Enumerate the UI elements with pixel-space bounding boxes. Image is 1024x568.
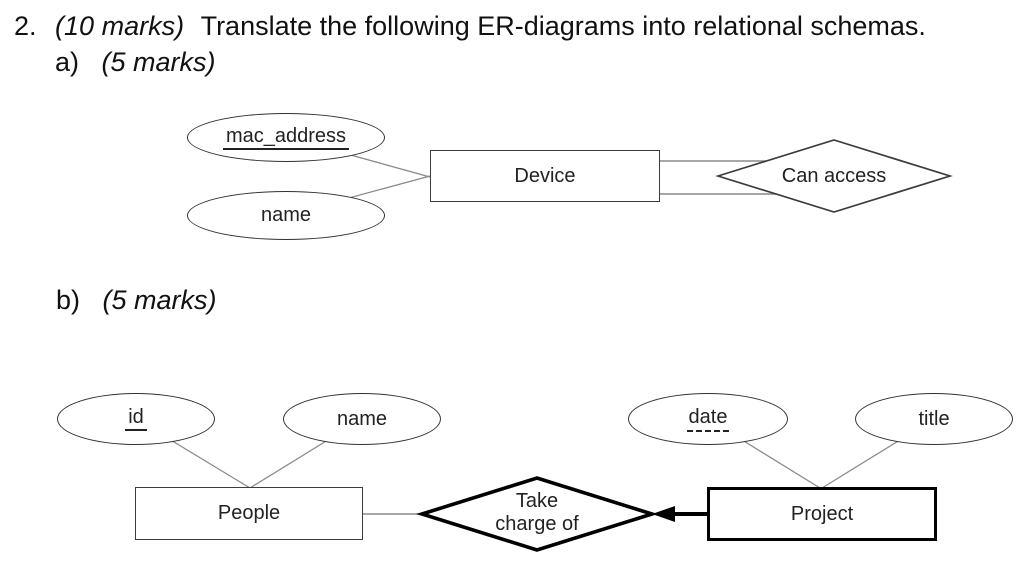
er-diagram-b: id name date title People Project Take c… [0, 380, 1024, 568]
part-b-label: b) [56, 285, 81, 315]
attribute-id-label: id [125, 407, 147, 431]
attribute-name-b-label: name [336, 407, 388, 430]
part-a-label: a) [55, 47, 80, 77]
attribute-name-label: name [260, 204, 312, 226]
relationship-take-charge-diamond [415, 476, 659, 552]
entity-people-label: People [217, 502, 281, 524]
attribute-title-label: title [918, 407, 950, 430]
entity-people-rect: People [135, 487, 363, 540]
attribute-name-b-ellipse: name [283, 393, 441, 445]
attribute-date-label: date [686, 406, 730, 432]
question-number: 2. [14, 11, 37, 41]
er-diagram-a: mac_address name Device Can access [0, 100, 1024, 280]
attribute-id-ellipse: id [57, 393, 215, 445]
er-diagram-b-canvas [135, 418, 935, 552]
attribute-title-ellipse: title [855, 393, 1013, 445]
attribute-mac-address-label: mac_address [222, 125, 350, 150]
part-a-heading: a) (5 marks) [55, 47, 216, 78]
part-b-marks: (5 marks) [102, 285, 217, 315]
relationship-can-access-diamond [715, 139, 953, 213]
question-heading: 2. (10 marks) Translate the following ER… [14, 11, 926, 42]
arrow-project-take-charge-head [652, 506, 675, 522]
entity-project-rect: Project [707, 487, 937, 541]
entity-project-label: Project [790, 502, 854, 525]
part-b-heading: b) (5 marks) [56, 285, 217, 316]
attribute-date-ellipse: date [628, 393, 788, 445]
entity-device-rect: Device [430, 150, 660, 202]
question-marks: (10 marks) [55, 11, 185, 41]
entity-device-label: Device [514, 164, 576, 187]
attribute-name-ellipse: name [187, 191, 385, 240]
part-a-marks: (5 marks) [101, 47, 216, 77]
attribute-mac-address-ellipse: mac_address [187, 113, 385, 162]
question-text: Translate the following ER-diagrams into… [200, 11, 926, 41]
